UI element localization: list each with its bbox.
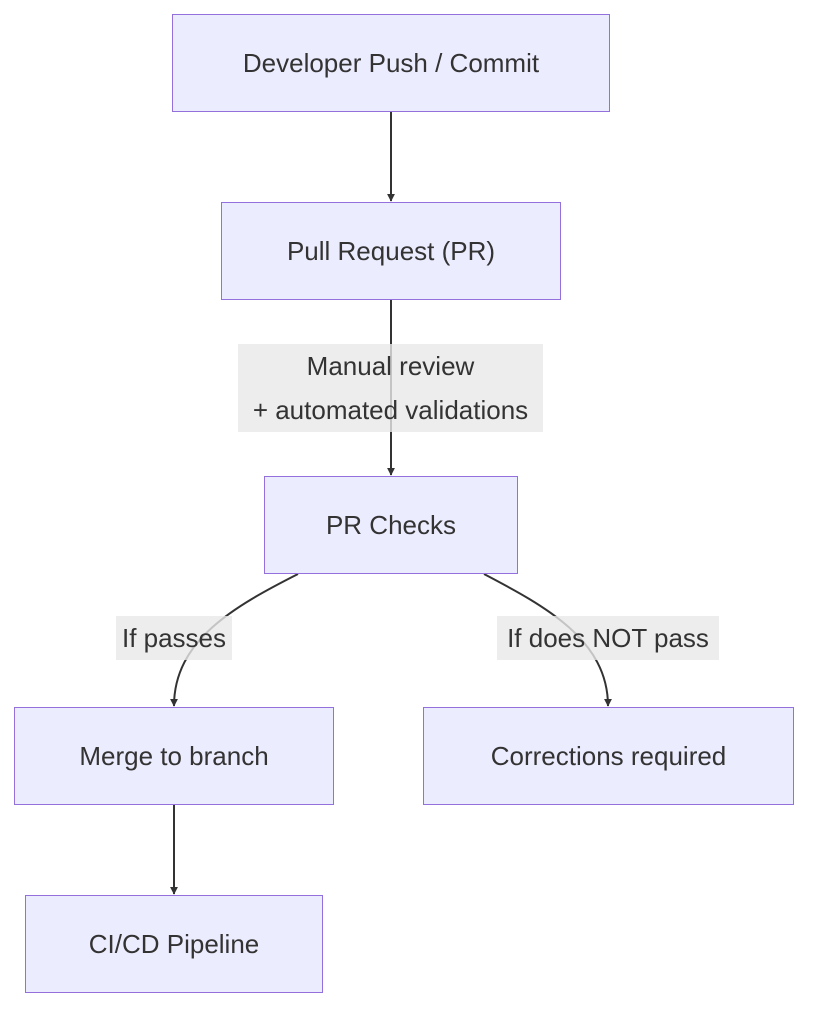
node-corrections-required-label: Corrections required — [490, 740, 727, 771]
node-developer-push-commit-label: Developer Push / Commit — [242, 47, 540, 78]
node-pull-request-label: Pull Request (PR) — [286, 235, 496, 266]
node-merge-to-branch-label: Merge to branch — [79, 740, 269, 771]
edge-label-manual-review-line1: Manual review — [306, 351, 475, 381]
edge-label-if-does-not-pass: If does NOT pass — [497, 616, 719, 660]
edge-label-if-passes: If passes — [116, 616, 232, 660]
edge-label-manual-review: Manual review + automated validations — [238, 344, 543, 432]
node-corrections-required: Corrections required — [423, 707, 794, 805]
edge-label-if-does-not-pass-text: If does NOT pass — [507, 623, 709, 653]
node-pull-request: Pull Request (PR) — [221, 202, 561, 300]
node-ci-cd-pipeline: CI/CD Pipeline — [25, 895, 323, 993]
node-ci-cd-pipeline-label: CI/CD Pipeline — [88, 928, 260, 959]
node-developer-push-commit: Developer Push / Commit — [172, 14, 610, 112]
edge-label-manual-review-line2: + automated validations — [252, 395, 529, 425]
node-merge-to-branch: Merge to branch — [14, 707, 334, 805]
edge-label-if-passes-text: If passes — [121, 623, 227, 653]
node-pr-checks-label: PR Checks — [325, 509, 457, 540]
node-pr-checks: PR Checks — [264, 476, 518, 574]
